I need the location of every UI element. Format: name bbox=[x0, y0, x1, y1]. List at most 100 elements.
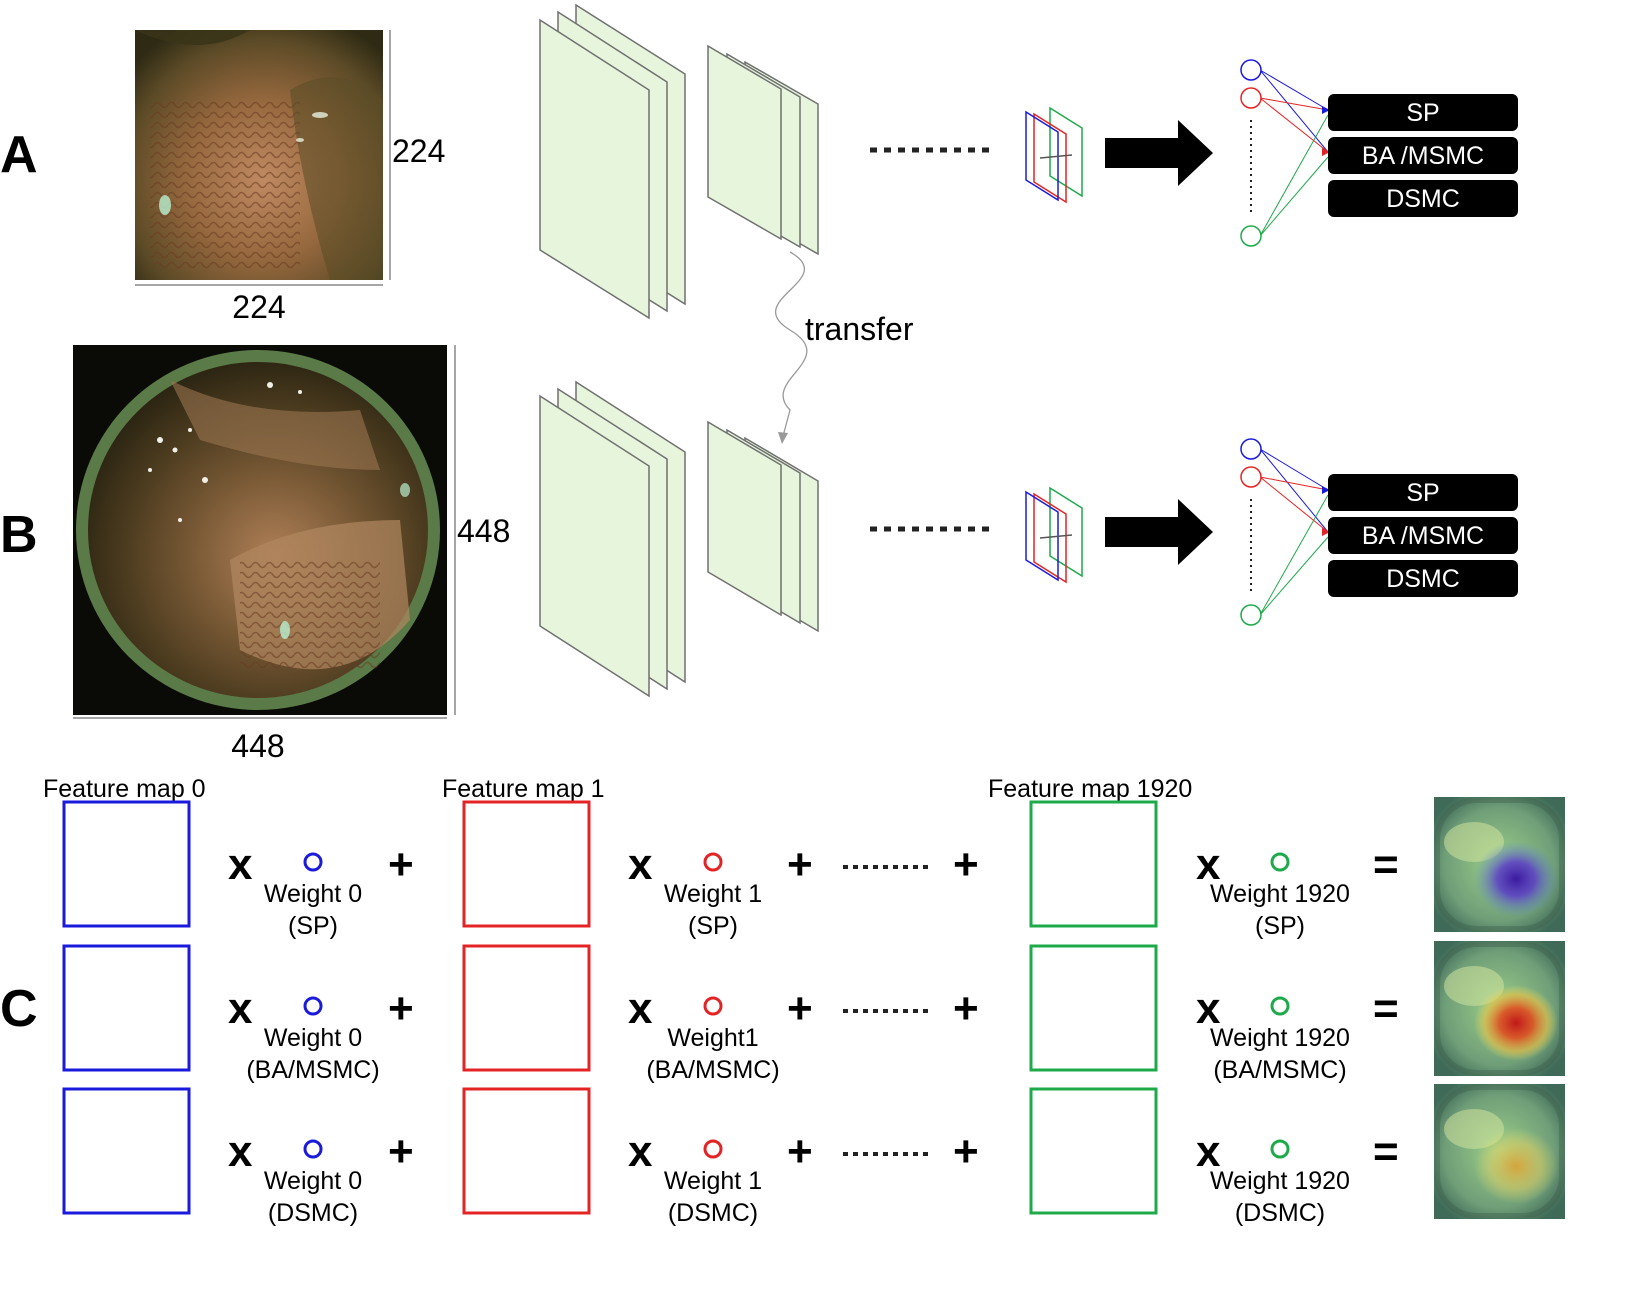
feature-map-1-box bbox=[462, 800, 591, 928]
panel-letter-b: B bbox=[0, 506, 38, 564]
plus-sign: + bbox=[388, 984, 414, 1033]
weight-0-class: (DSMC) bbox=[268, 1199, 358, 1227]
input-image-448 bbox=[73, 345, 447, 715]
plus-sign: + bbox=[787, 984, 813, 1033]
feature-map-1920-box bbox=[1029, 944, 1158, 1072]
weight-1-label: Weight1 bbox=[667, 1024, 758, 1052]
class-label-ba-a: BA /MSMC bbox=[1362, 142, 1484, 170]
class-box-sp-a bbox=[1328, 94, 1518, 131]
conv-stack-1-a bbox=[539, 3, 686, 320]
transfer-label: transfer bbox=[805, 311, 914, 347]
class-box-ba-b bbox=[1328, 517, 1518, 554]
class-box-ba-a bbox=[1328, 137, 1518, 174]
weight-0-label: Weight 0 bbox=[264, 880, 362, 908]
class-label-sp-a: SP bbox=[1406, 99, 1439, 127]
heatmap-hotspot bbox=[1474, 1128, 1558, 1204]
weight-1920-node bbox=[1270, 852, 1290, 872]
heatmap-hotspot bbox=[1474, 985, 1558, 1061]
conv-stack-2-b bbox=[707, 420, 819, 633]
panel-letter-a: A bbox=[0, 126, 38, 184]
weight-1-class: (SP) bbox=[688, 912, 738, 940]
weight-1920-class: (SP) bbox=[1255, 912, 1305, 940]
class-label-ba-b: BA /MSMC bbox=[1362, 522, 1484, 550]
weight-0-label: Weight 0 bbox=[264, 1024, 362, 1052]
height-label-448: 448 bbox=[457, 513, 510, 549]
class-label-dsmc-b: DSMC bbox=[1386, 565, 1460, 593]
plus-sign: + bbox=[787, 840, 813, 889]
equals-sign: = bbox=[1373, 984, 1399, 1033]
heatmap-rim bbox=[1434, 797, 1565, 932]
equals-sign: = bbox=[1373, 840, 1399, 889]
width-label-448: 448 bbox=[231, 728, 284, 764]
class-boxes-b: SP BA /MSMC DSMC bbox=[1328, 474, 1518, 597]
weight-1920-label: Weight 1920 bbox=[1210, 1024, 1350, 1052]
arrow-a bbox=[1105, 120, 1213, 186]
plus-sign: + bbox=[388, 1127, 414, 1176]
weight-0-class: (SP) bbox=[288, 912, 338, 940]
times-sign: x bbox=[628, 1127, 653, 1176]
cam-rows: x + x + + x = Weight 0 (SP) Weight 1 (SP) Weight 19… bbox=[62, 797, 1565, 1227]
class-label-sp-b: SP bbox=[1406, 479, 1439, 507]
feature-map-1-box bbox=[462, 1087, 591, 1215]
weight-1-label: Weight 1 bbox=[664, 880, 762, 908]
weight-0-node bbox=[303, 996, 323, 1016]
weight-1-label: Weight 1 bbox=[664, 1167, 762, 1195]
final-feature-maps-b bbox=[1025, 486, 1083, 584]
weight-0-node bbox=[303, 852, 323, 872]
feature-map-1920-label: Feature map 1920 bbox=[988, 775, 1192, 803]
conv-stack-2-a bbox=[707, 44, 819, 256]
weight-1920-label: Weight 1920 bbox=[1210, 880, 1350, 908]
feature-map-0-box bbox=[62, 944, 191, 1072]
weight-1920-class: (DSMC) bbox=[1235, 1199, 1325, 1227]
weight-0-label: Weight 0 bbox=[264, 1167, 362, 1195]
times-sign: x bbox=[228, 1127, 253, 1176]
panel-letter-c: C bbox=[0, 980, 38, 1038]
times-sign: x bbox=[1196, 1127, 1221, 1176]
conv-stack-1-b bbox=[539, 380, 686, 698]
transfer-arrow bbox=[774, 251, 808, 441]
final-feature-maps-a bbox=[1025, 106, 1083, 204]
weight-1-node bbox=[703, 1139, 723, 1159]
times-sign: x bbox=[1196, 840, 1221, 889]
class-box-dsmc-b bbox=[1328, 560, 1518, 597]
fc-layer-b bbox=[1240, 438, 1330, 626]
weight-0-class: (BA/MSMC) bbox=[246, 1056, 379, 1084]
times-sign: x bbox=[228, 840, 253, 889]
equals-sign: = bbox=[1373, 1127, 1399, 1176]
class-boxes-a: SP BA /MSMC DSMC bbox=[1328, 94, 1518, 217]
feature-map-1920-box bbox=[1029, 800, 1158, 928]
plus-sign: + bbox=[787, 1127, 813, 1176]
heatmap-hotspot bbox=[1474, 841, 1558, 917]
weight-1920-class: (BA/MSMC) bbox=[1213, 1056, 1346, 1084]
input-image-224 bbox=[135, 30, 383, 280]
class-label-dsmc-a: DSMC bbox=[1386, 185, 1460, 213]
plus-sign: + bbox=[953, 1127, 979, 1176]
arrow-b bbox=[1105, 499, 1213, 565]
feature-map-1-label: Feature map 1 bbox=[442, 775, 605, 803]
times-sign: x bbox=[628, 840, 653, 889]
fc-layer-a bbox=[1240, 59, 1330, 247]
feature-map-0-label: Feature map 0 bbox=[43, 775, 206, 803]
feature-map-1-box bbox=[462, 944, 591, 1072]
weight-1-node bbox=[703, 996, 723, 1016]
weight-1920-node bbox=[1270, 996, 1290, 1016]
times-sign: x bbox=[628, 984, 653, 1033]
width-label-224: 224 bbox=[232, 289, 285, 325]
weight-1-class: (BA/MSMC) bbox=[646, 1056, 779, 1084]
weight-0-node bbox=[303, 1139, 323, 1159]
plus-sign: + bbox=[953, 984, 979, 1033]
feature-map-0-box bbox=[62, 800, 191, 928]
height-label-224: 224 bbox=[392, 133, 445, 169]
times-sign: x bbox=[1196, 984, 1221, 1033]
feature-map-0-box bbox=[62, 1087, 191, 1215]
heatmap-rim bbox=[1434, 941, 1565, 1076]
weight-1920-node bbox=[1270, 1139, 1290, 1159]
heatmap-rim bbox=[1434, 1084, 1565, 1219]
plus-sign: + bbox=[388, 840, 414, 889]
times-sign: x bbox=[228, 984, 253, 1033]
weight-1-node bbox=[703, 852, 723, 872]
feature-map-1920-box bbox=[1029, 1087, 1158, 1215]
weight-1-class: (DSMC) bbox=[668, 1199, 758, 1227]
plus-sign: + bbox=[953, 840, 979, 889]
weight-1920-label: Weight 1920 bbox=[1210, 1167, 1350, 1195]
